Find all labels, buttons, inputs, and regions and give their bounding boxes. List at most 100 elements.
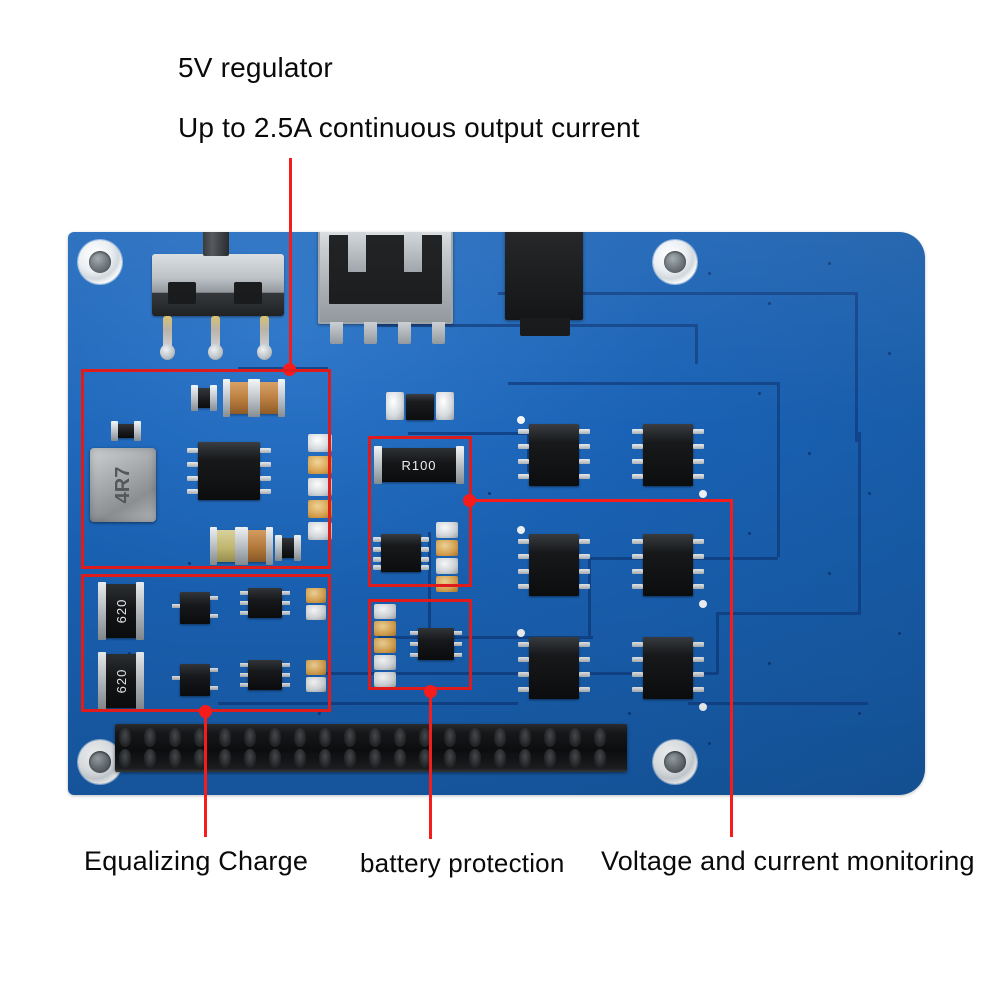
pcb-trace <box>408 432 528 435</box>
gpio-pin <box>494 728 506 747</box>
gpio-pin <box>169 749 181 768</box>
gpio-header[interactable] <box>115 724 627 772</box>
ic-pin <box>579 642 590 647</box>
resistor-marking: R100 <box>401 457 437 473</box>
smd-resistor <box>275 535 301 561</box>
pcb-trace <box>508 382 778 385</box>
switch-pin <box>260 316 269 350</box>
sot-pin <box>240 611 248 615</box>
solder-pad <box>308 522 332 540</box>
ic-pin <box>518 584 529 589</box>
highlight-box-monitoring-right <box>730 499 733 837</box>
ic-pin <box>579 687 590 692</box>
ic-pin <box>632 554 643 559</box>
ic-pin <box>693 569 704 574</box>
gpio-pin <box>194 749 206 768</box>
power-inductor: 4R7 <box>90 448 156 522</box>
ic-pin <box>632 474 643 479</box>
power-switch[interactable] <box>152 254 284 316</box>
pcb-via <box>758 392 761 395</box>
gpio-pin <box>294 728 306 747</box>
sot-pin <box>282 611 290 615</box>
ic-pin <box>421 565 429 570</box>
solder-pad <box>374 638 396 653</box>
sot-pin <box>410 642 418 646</box>
gpio-pin <box>469 749 481 768</box>
gpio-row-bottom <box>119 749 623 768</box>
ic-pin <box>260 489 271 494</box>
gpio-pin <box>244 728 256 747</box>
pcb-via <box>768 662 771 665</box>
gpio-pin <box>544 749 556 768</box>
sot-pin <box>282 663 290 667</box>
test-point <box>517 526 525 534</box>
usb-blade <box>348 232 366 272</box>
usb-a-port[interactable] <box>318 232 453 324</box>
ic-pin <box>632 459 643 464</box>
ic-pin <box>518 474 529 479</box>
ic-pin <box>187 462 198 467</box>
solder-pad <box>308 434 332 452</box>
ic-pin <box>421 547 429 552</box>
label-voltage-current-monitoring: Voltage and current monitoring <box>601 846 975 876</box>
sot-pin <box>454 631 462 635</box>
ic-pin <box>518 687 529 692</box>
ic-pin <box>260 448 271 453</box>
usb-cavity <box>329 235 442 304</box>
pcb-via <box>488 492 491 495</box>
gpio-pin <box>369 749 381 768</box>
ic-pin <box>693 429 704 434</box>
switch-notch <box>234 282 262 304</box>
ic-pin <box>518 429 529 434</box>
gpio-pin <box>594 749 606 768</box>
pcb-via <box>898 632 901 635</box>
smd-capacitor <box>253 379 285 417</box>
test-point <box>517 416 525 424</box>
solder-pad <box>306 605 326 620</box>
ic-pin <box>579 539 590 544</box>
gpio-pin <box>219 749 231 768</box>
gpio-pin <box>519 749 531 768</box>
ic-pin <box>579 429 590 434</box>
sot-pin <box>240 673 248 677</box>
sot-pin <box>210 596 218 600</box>
label-output-current: Up to 2.5A continuous output current <box>178 112 640 143</box>
solder-pad <box>308 456 332 474</box>
solder-pad <box>306 660 326 675</box>
smd-diode <box>406 394 434 420</box>
sot23-ic <box>240 588 290 618</box>
monitor-ic <box>518 534 590 596</box>
pcb-via <box>708 742 711 745</box>
pcb-trace <box>688 702 868 705</box>
pcb-trace <box>588 557 591 637</box>
label-battery-protection: battery protection <box>360 848 565 878</box>
ic-pin <box>579 459 590 464</box>
highlight-box-equalizing-charge <box>81 574 331 712</box>
ic-pin <box>579 672 590 677</box>
pcb-trace <box>716 612 719 674</box>
ic-pin <box>632 539 643 544</box>
highlight-box-regulator <box>81 369 331 569</box>
pcb-via <box>768 302 771 305</box>
usb-shield-foot <box>330 322 343 344</box>
usb-blade <box>404 232 422 272</box>
test-point <box>699 490 707 498</box>
switch-lever[interactable] <box>203 232 229 256</box>
protection-ic <box>410 628 462 660</box>
ic-pin <box>693 657 704 662</box>
sot-pin <box>210 668 218 672</box>
ic-pin <box>421 537 429 542</box>
monitor-ic <box>632 534 704 596</box>
sot-pin <box>172 604 180 608</box>
gpio-pin <box>294 749 306 768</box>
pcb-via <box>628 712 631 715</box>
pcb-trace <box>378 636 593 639</box>
solder-pad <box>308 500 332 518</box>
highlight-box-shunt-resistor <box>368 436 472 587</box>
gpio-row-top <box>119 728 623 747</box>
sot-pin <box>240 683 248 687</box>
ic-pin <box>693 672 704 677</box>
dc-barrel-jack[interactable] <box>505 232 583 320</box>
pcb-via <box>858 712 861 715</box>
gpio-pin <box>319 749 331 768</box>
